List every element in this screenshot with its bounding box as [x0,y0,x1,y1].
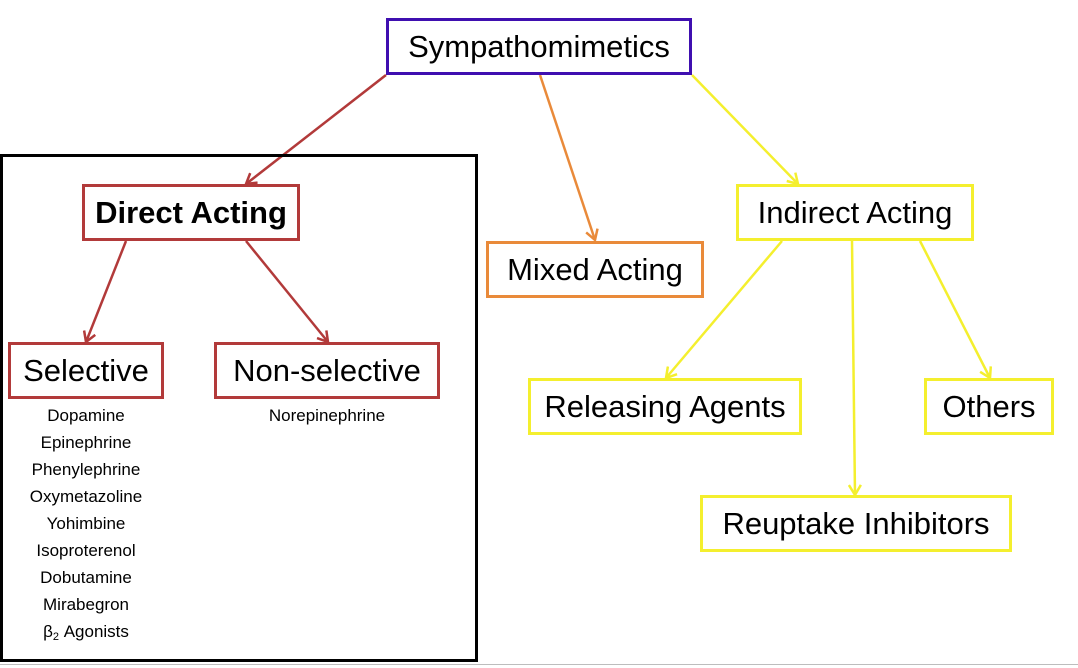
drug-item: Norepinephrine [268,406,386,425]
direct-acting-node: Direct Acting [82,184,300,241]
selective-drug-list: Dopamine Epinephrine Phenylephrine Oxyme… [6,402,166,651]
arrow-direct-to-selective [86,240,128,342]
drug-item: Dopamine [47,406,125,425]
drug-item: Dobutamine [40,568,132,587]
beta-agonists-text: Agonists [58,622,129,641]
drug-item: Epinephrine [40,433,132,452]
drug-item: Isoproterenol [36,541,136,560]
arrow-root-to-direct [246,74,387,184]
mixed-acting-node: Mixed Acting [486,241,704,298]
others-node: Others [924,378,1054,435]
selective-node: Selective [8,342,164,399]
mixed-acting-label: Mixed Acting [507,252,683,287]
arrow-root-to-mixed [538,74,595,240]
drug-item: Phenylephrine [31,460,141,479]
direct-acting-label: Direct Acting [95,195,287,230]
beta-subscript: 2 [52,631,59,643]
arrow-indirect-to-releasing [666,240,783,378]
indirect-acting-node: Indirect Acting [736,184,974,241]
page-bottom-divider [0,664,1078,665]
others-label: Others [942,389,1036,424]
direct-acting-group-box [0,154,478,662]
nonselective-node: Non-selective [214,342,440,399]
drug-item: Oxymetazoline [29,487,143,506]
nonselective-label: Non-selective [233,353,421,388]
arrow-indirect-to-reuptake [852,240,855,495]
releasing-agents-node: Releasing Agents [528,378,802,435]
reuptake-inhibitors-node: Reuptake Inhibitors [700,495,1012,552]
arrow-indirect-to-others [918,240,990,378]
selective-label: Selective [23,353,149,388]
root-node-label: Sympathomimetics [408,29,670,64]
root-node-sympathomimetics: Sympathomimetics [386,18,692,75]
indirect-acting-label: Indirect Acting [757,195,953,230]
arrow-root-to-indirect [691,74,798,184]
nonselective-drug-list: Norepinephrine [214,402,440,429]
releasing-agents-label: Releasing Agents [544,389,786,424]
drug-item: Mirabegron [43,595,129,614]
beta-symbol: β [43,622,53,641]
drug-item: Yohimbine [46,514,126,533]
drug-item-beta-agonists: β2 Agonists [6,618,166,651]
reuptake-inhibitors-label: Reuptake Inhibitors [722,506,990,541]
arrow-direct-to-nonselective [245,240,328,342]
